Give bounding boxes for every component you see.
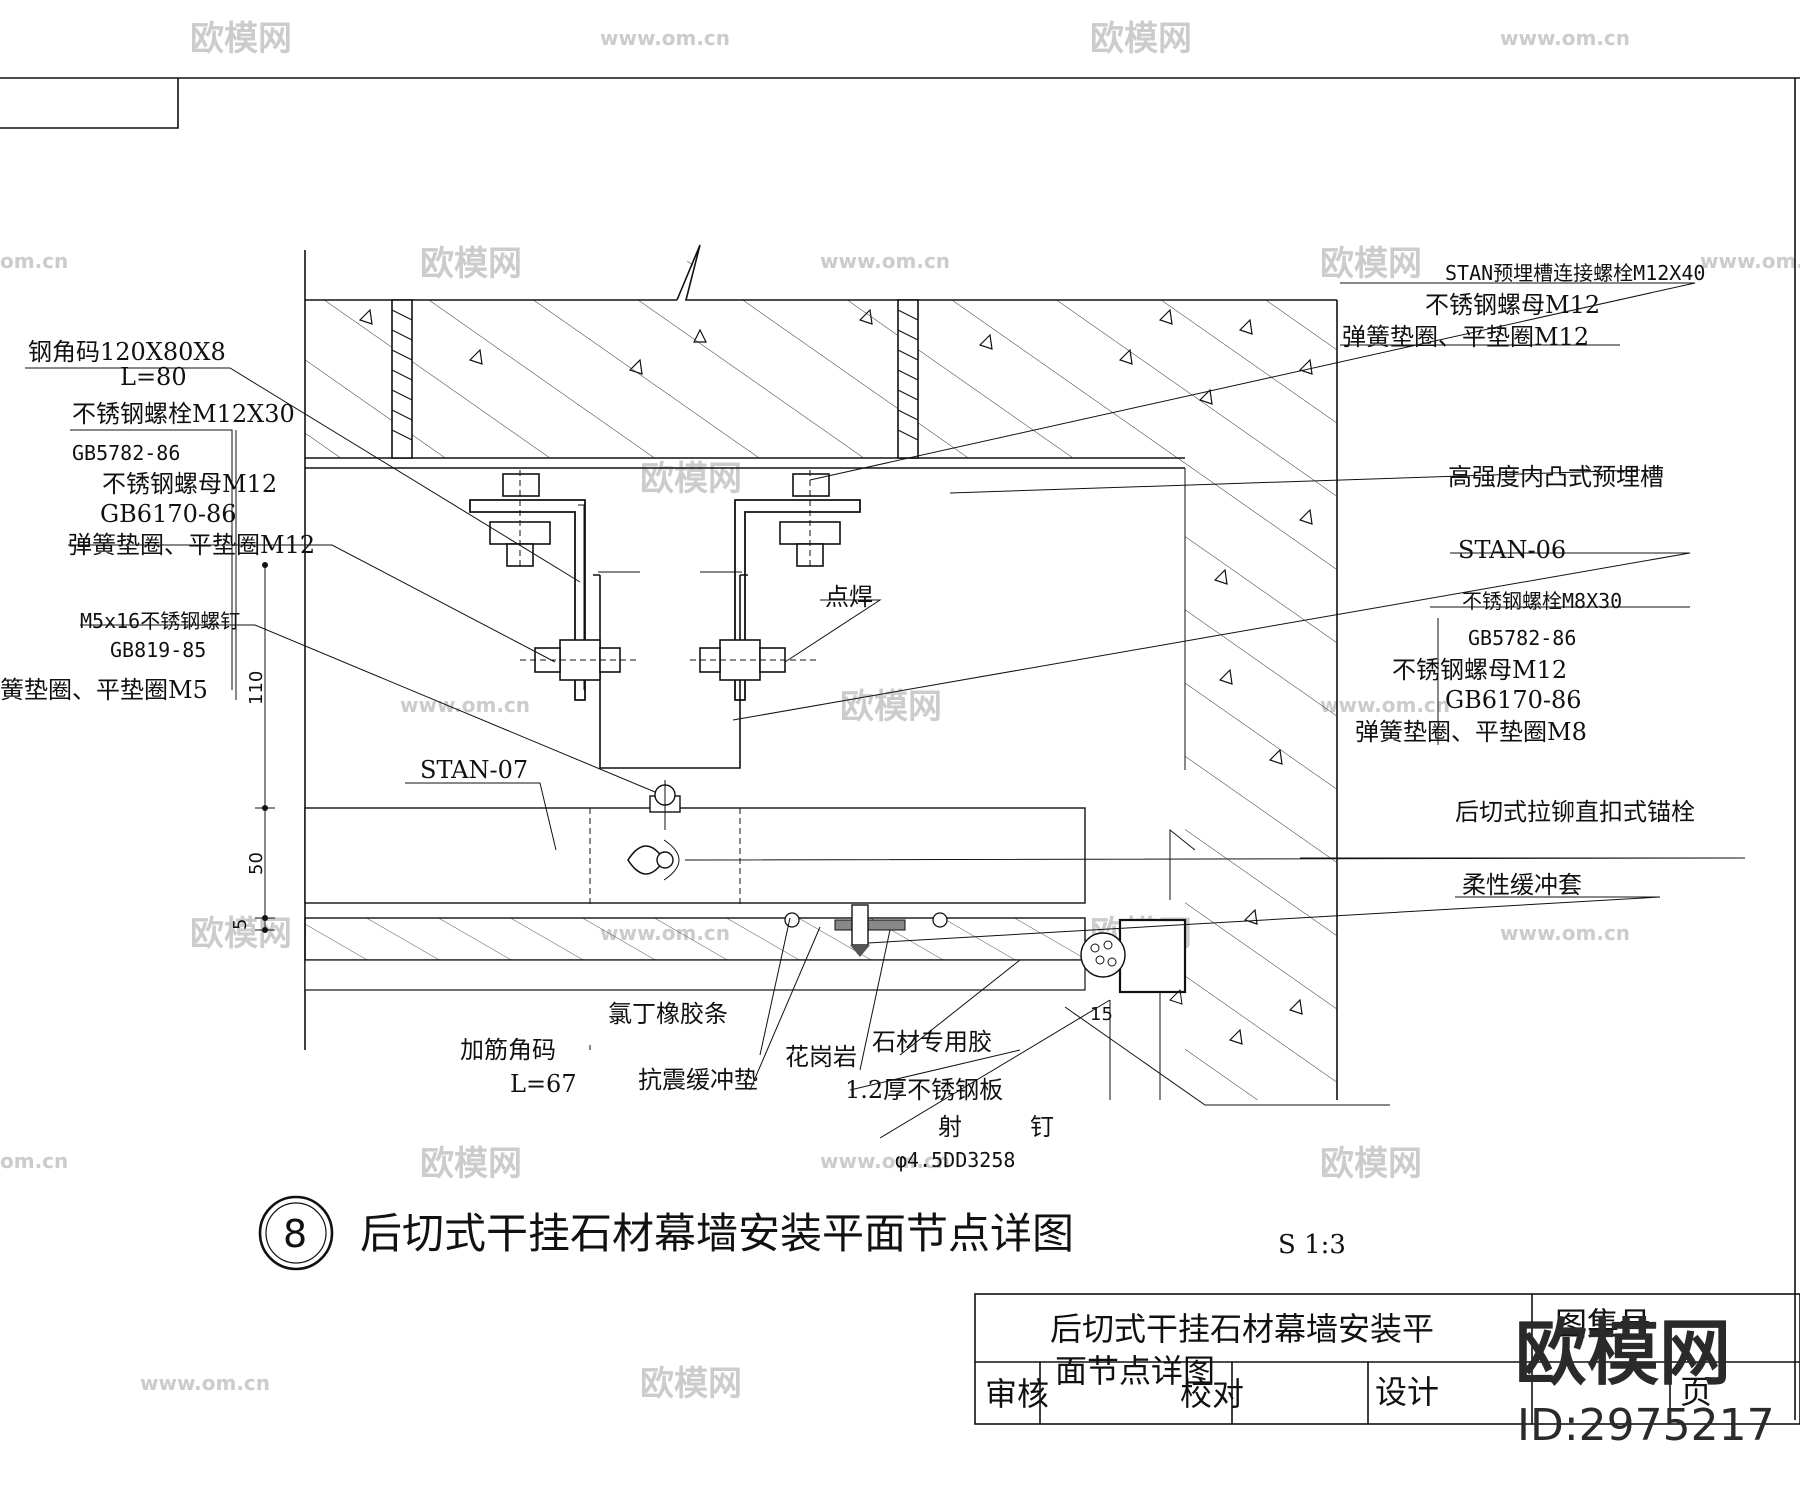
label-stone-glue: 石材专用胶 bbox=[872, 1028, 992, 1056]
watermark-url: www.om.cn bbox=[600, 26, 730, 50]
watermark-brand: 欧模网 bbox=[420, 1144, 522, 1184]
title-block: 后切式干挂石材幕墙安装平 面节点详图 图集号 审核 校对 设计 页 bbox=[974, 1293, 1800, 1425]
sheet-frame bbox=[0, 77, 1800, 1420]
watermark-brand: 欧模网 bbox=[640, 459, 742, 499]
dimensions: 110 50 5 15 bbox=[230, 562, 1113, 1025]
aggregate-marks bbox=[358, 308, 1313, 1045]
steel-angle-left bbox=[469, 499, 586, 701]
watermark-url: www.om.cn bbox=[1320, 693, 1450, 717]
watermark-brand: 欧模网 bbox=[1320, 244, 1422, 284]
steel-angle-right bbox=[734, 499, 861, 701]
watermark-url: www.om.cn bbox=[820, 249, 950, 273]
label-seismic-pad: 抗震缓冲垫 bbox=[638, 1066, 758, 1094]
detail-scale: S 1:3 bbox=[1278, 1230, 1346, 1260]
watermark-brand: 欧模网 bbox=[1090, 19, 1192, 59]
label-stan07: STAN-07 bbox=[420, 756, 528, 784]
watermark-url: www.om.cn bbox=[140, 1371, 270, 1395]
label-gb5782-left: GB5782-86 bbox=[72, 441, 180, 465]
detail-number: 8 bbox=[283, 1212, 307, 1256]
watermark-row-2: om.cn 欧模网 www.om.cn 欧模网 www.om.cn bbox=[0, 244, 1800, 284]
dim-15: 15 bbox=[1090, 1004, 1113, 1025]
tb-atlas-no: 图集号 bbox=[1555, 1305, 1651, 1343]
watermark-brand: 欧模网 bbox=[190, 19, 292, 59]
channel-bolts-top bbox=[489, 470, 841, 570]
label-ss-bolt-m8x30: 不锈钢螺栓M8X30 bbox=[1462, 589, 1622, 613]
corner-detail bbox=[1080, 828, 1196, 1100]
label-channel: 高强度内凸式预埋槽 bbox=[1448, 463, 1664, 491]
label-nail-2: 钉 bbox=[1030, 1113, 1054, 1141]
label-gb6170-right: GB6170-86 bbox=[1445, 686, 1582, 714]
watermark-url: www.om.cn bbox=[1700, 249, 1800, 273]
watermark-big-brand: 欧模网 bbox=[1515, 1311, 1731, 1395]
watermark-short-url: om.cn bbox=[0, 249, 68, 273]
watermark-row-3: 欧模网 www.om.cn 欧模网 www.om.cn bbox=[400, 459, 1450, 727]
label-ss-nut-m12-right: 不锈钢螺母M12 bbox=[1392, 656, 1567, 684]
label-angle-steel: 钢角码120X80X8 bbox=[28, 338, 226, 366]
watermark-brand: 欧模网 bbox=[840, 687, 942, 727]
watermark-brand: 欧模网 bbox=[420, 244, 522, 284]
watermark-brand: 欧模网 bbox=[1320, 1144, 1422, 1184]
watermark-brand: 欧模网 bbox=[190, 914, 292, 954]
label-granite: 花岗岩 bbox=[785, 1043, 857, 1071]
dim-110: 110 bbox=[246, 671, 267, 705]
leader-lines bbox=[25, 282, 1746, 1139]
label-stiff-angle-length: L=67 bbox=[510, 1070, 577, 1098]
tb-review: 审核 bbox=[985, 1375, 1049, 1413]
concrete-slab bbox=[304, 244, 1338, 1100]
tb-title-line2: 面节点详图 bbox=[1055, 1352, 1215, 1390]
label-neoprene: 氯丁橡胶条 bbox=[608, 1000, 728, 1028]
watermark-url: www.om.cn bbox=[1500, 26, 1630, 50]
watermark-short-url: om.cn bbox=[0, 1149, 68, 1173]
watermark-row-5: om.cn 欧模网 www.om.cn 欧模网 www.om.cn 欧模网 bbox=[0, 1144, 1422, 1404]
label-ss-plate: 1.2厚不锈钢板 bbox=[845, 1076, 1003, 1104]
label-nail-1: 射 bbox=[938, 1113, 962, 1141]
label-gb5782-right: GB5782-86 bbox=[1468, 626, 1576, 650]
tb-check: 校对 bbox=[1180, 1375, 1244, 1413]
left-labels: 钢角码120X80X8 L=80 不锈钢螺栓M12X30 GB5782-86 不… bbox=[0, 338, 528, 784]
label-gb819: GB819-85 bbox=[110, 638, 206, 662]
dim-50: 50 bbox=[246, 852, 267, 875]
watermark-id: ID:2975217 bbox=[1517, 1400, 1775, 1451]
watermark-row-1: 欧模网 www.om.cn 欧模网 www.om.cn bbox=[190, 19, 1630, 59]
tb-title-line1: 后切式干挂石材幕墙安装平 bbox=[1050, 1310, 1434, 1348]
anchor-rebar-left bbox=[391, 299, 413, 459]
tb-design: 设计 bbox=[1375, 1373, 1439, 1411]
side-bolts bbox=[520, 639, 820, 681]
watermark-brand: 欧模网 bbox=[640, 1364, 742, 1404]
label-washer-m12-left: 弹簧垫圈、平垫圈M12 bbox=[68, 531, 315, 559]
label-washer-m12-top: 弹簧垫圈、平垫圈M12 bbox=[1342, 323, 1589, 351]
label-angle-steel-length: L=80 bbox=[120, 363, 187, 391]
label-nail-spec: φ4.5DD3258 bbox=[895, 1148, 1015, 1172]
label-washer-m5: 簧垫圈、平垫圈M5 bbox=[0, 676, 208, 704]
label-stiff-angle: 加筋角码 bbox=[460, 1036, 556, 1064]
label-ss-nut-m12-top: 不锈钢螺母M12 bbox=[1425, 291, 1600, 319]
label-washer-m8: 弹簧垫圈、平垫圈M8 bbox=[1355, 718, 1587, 746]
label-screw-m5: M5x16不锈钢螺钉 bbox=[80, 609, 240, 633]
label-ss-nut-m12-left: 不锈钢螺母M12 bbox=[102, 470, 277, 498]
anchor-rebar-right bbox=[897, 299, 919, 459]
detail-number-circle bbox=[258, 1195, 334, 1271]
label-stan06: STAN-06 bbox=[1458, 536, 1566, 564]
stan07-plate bbox=[304, 780, 1086, 905]
bottom-labels: 氯丁橡胶条 加筋角码 L=67 抗震缓冲垫 花岗岩 石材专用胶 1.2厚不锈钢板… bbox=[460, 1000, 1054, 1172]
label-undercut-anchor: 后切式拉铆直扣式锚栓 bbox=[1455, 798, 1695, 826]
tb-page: 页 bbox=[1680, 1373, 1712, 1411]
watermark-url: www.om.cn bbox=[820, 1149, 950, 1173]
dim-5: 5 bbox=[230, 919, 251, 930]
detail-title-text: 后切式干挂石材幕墙安装平面节点详图 bbox=[360, 1209, 1074, 1258]
brand-watermark: 欧模网 ID:2975217 bbox=[1515, 1311, 1775, 1451]
label-stan-bolt: STAN预埋槽连接螺栓M12X40 bbox=[1445, 261, 1705, 285]
right-labels: STAN预埋槽连接螺栓M12X40 不锈钢螺母M12 弹簧垫圈、平垫圈M12 高… bbox=[825, 261, 1705, 899]
watermark-url: www.om.cn bbox=[400, 693, 530, 717]
label-spot-weld: 点焊 bbox=[825, 583, 873, 611]
label-ss-bolt-m12x30: 不锈钢螺栓M12X30 bbox=[72, 400, 295, 428]
label-gb6170-left: GB6170-86 bbox=[100, 500, 237, 528]
label-flex-sleeve: 柔性缓冲套 bbox=[1462, 871, 1582, 899]
watermark-url: www.om.cn bbox=[1500, 921, 1630, 945]
granite-panel bbox=[304, 904, 1086, 1050]
detail-title: 8 后切式干挂石材幕墙安装平面节点详图 S 1:3 bbox=[258, 1195, 1346, 1271]
